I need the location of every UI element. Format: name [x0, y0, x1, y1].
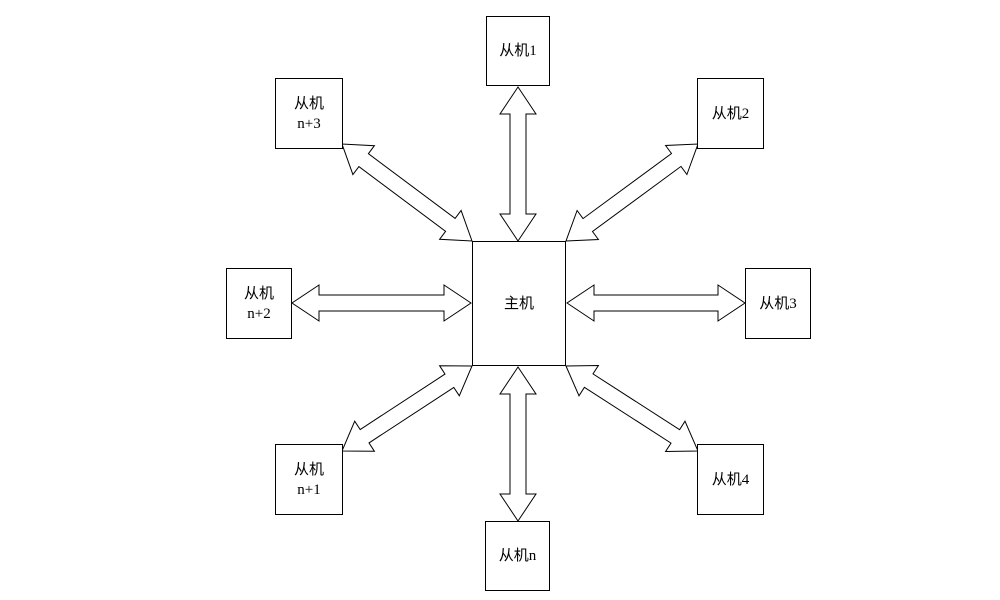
arrow-master-slave-3 — [566, 284, 746, 322]
slave-box-3: 从机3 — [745, 268, 811, 339]
arrow-master-slave-n — [499, 366, 537, 522]
slave-box-1: 从机1 — [486, 16, 550, 86]
slave-label-1: 从机1 — [499, 43, 537, 59]
slave-box-n-plus-1: 从机 n+1 — [275, 444, 343, 515]
master-label: 主机 — [503, 295, 534, 312]
slave-label-n-plus-3-line2: n+3 — [297, 115, 321, 132]
slave-label-3: 从机3 — [759, 295, 797, 312]
slave-label-n-plus-2-line2: n+2 — [247, 305, 271, 322]
slave-box-2: 从机2 — [697, 78, 764, 149]
arrow-master-slave-1 — [499, 86, 537, 242]
slave-label-n-plus-3-line1: 从机 — [293, 95, 324, 112]
slave-label-n-plus-1-line2: n+1 — [297, 481, 321, 498]
slave-label-2: 从机2 — [711, 105, 750, 122]
arrow-master-slave-n-plus-1 — [341, 365, 473, 452]
slave-label-4: 从机4 — [711, 471, 750, 488]
arrows-group — [291, 86, 746, 522]
slave-box-n-plus-3: 从机 n+3 — [275, 78, 343, 149]
slave-label-n: 从机n — [498, 548, 537, 564]
slave-label-n-plus-2-line1: 从机 — [243, 285, 274, 302]
arrow-master-slave-2 — [565, 143, 699, 242]
slave-box-4: 从机4 — [697, 444, 764, 515]
slave-box-n: 从机n — [485, 521, 550, 591]
arrow-master-slave-n-plus-3 — [341, 143, 473, 242]
slave-label-n-plus-1-line1: 从机 — [293, 461, 324, 478]
slave-box-n-plus-2: 从机 n+2 — [226, 268, 292, 339]
arrow-master-slave-n-plus-2 — [291, 284, 472, 322]
master-box: 主机 — [472, 241, 566, 366]
arrow-master-slave-4 — [565, 364, 699, 453]
